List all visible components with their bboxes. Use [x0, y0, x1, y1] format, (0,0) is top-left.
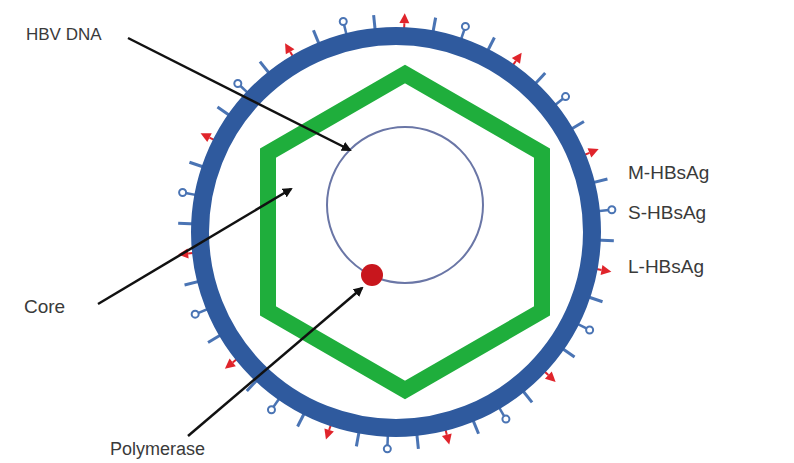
- part-label: M-HBsAg: [628, 163, 709, 184]
- part-label: L-HBsAg: [628, 257, 704, 278]
- leader-line: [188, 288, 362, 436]
- leader-line: [98, 189, 291, 304]
- part-label: Polymerase: [110, 440, 205, 460]
- part-label: S-HBsAg: [628, 203, 706, 224]
- dna-circle: [327, 127, 483, 283]
- polymerase-dot: [361, 264, 383, 286]
- envelope: [200, 36, 592, 428]
- core-capsid: [268, 74, 542, 390]
- leader-line: [128, 38, 350, 150]
- part-label: Core: [24, 297, 65, 318]
- surface-spikes: [178, 13, 615, 452]
- part-label: HBV DNA: [26, 26, 102, 45]
